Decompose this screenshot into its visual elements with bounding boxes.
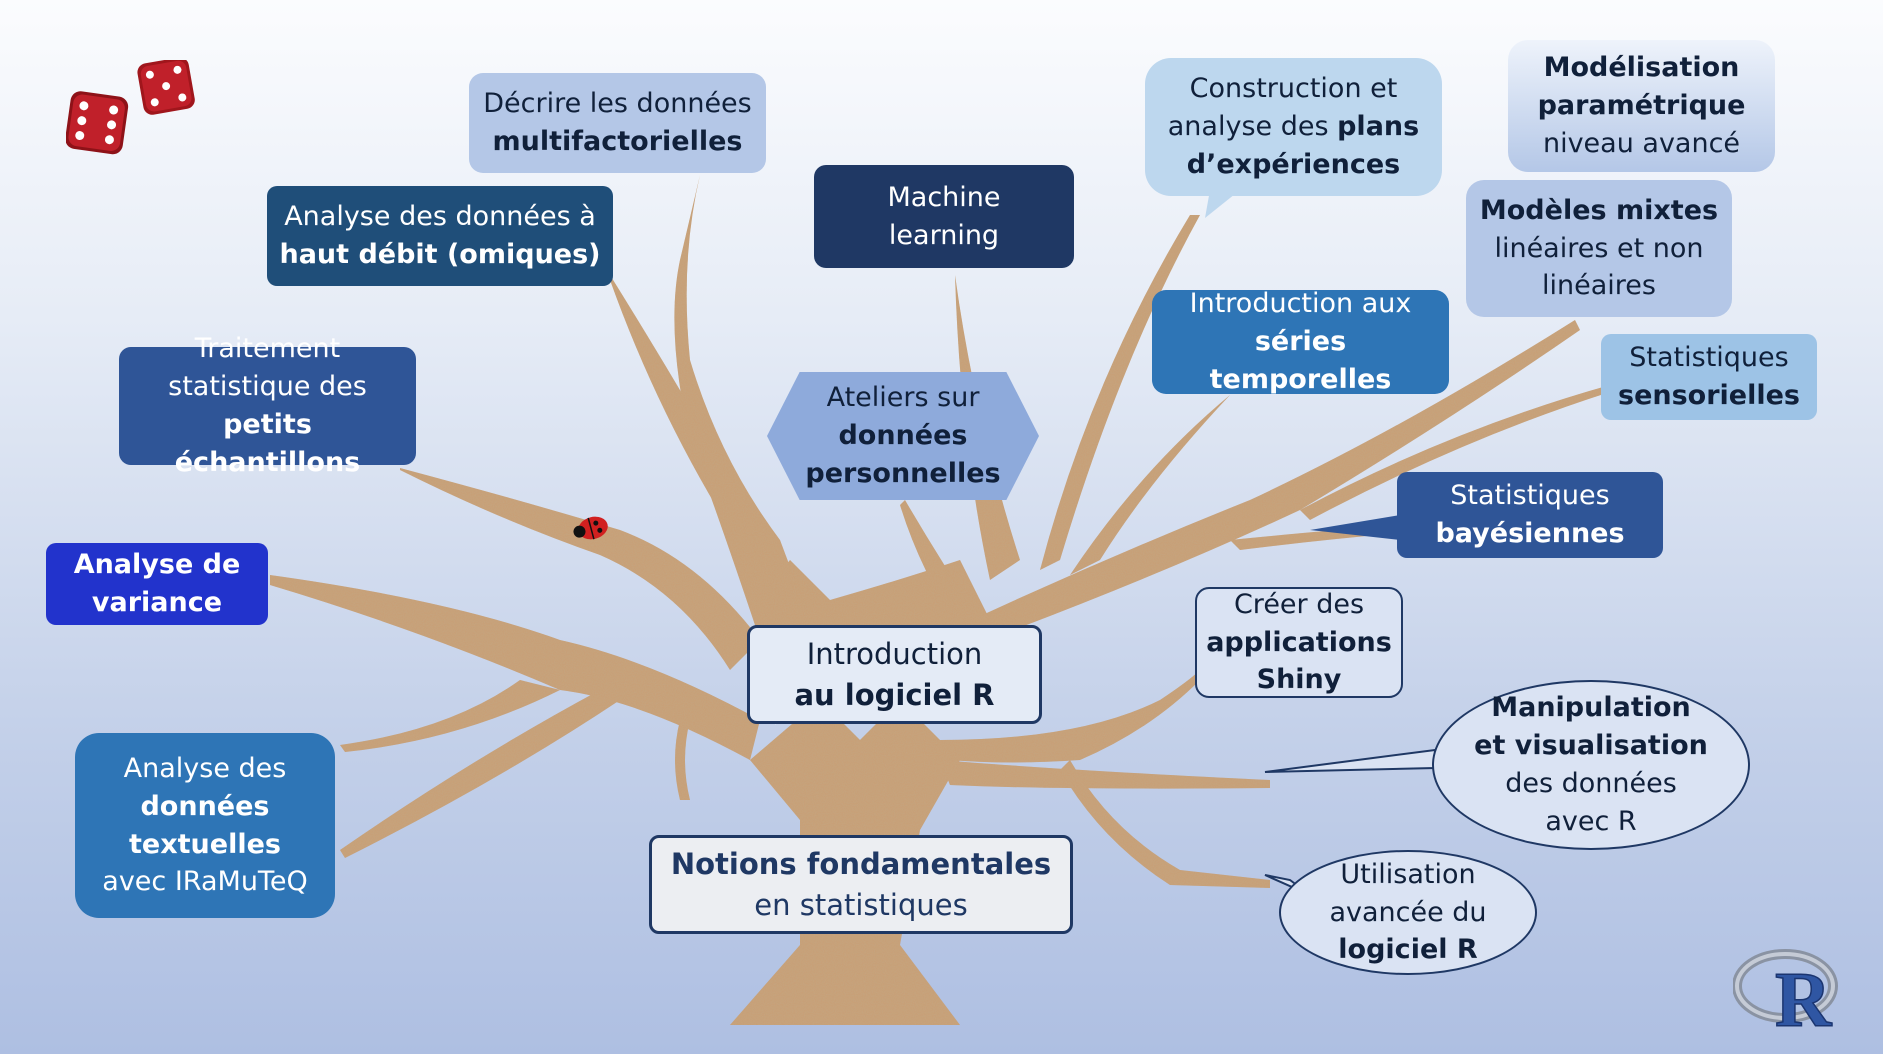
r-logo-icon: R (1733, 949, 1838, 1034)
node-sensorielles[interactable]: Statistiques sensorielles (1601, 334, 1817, 420)
node-line-part: analyse des (1167, 111, 1338, 143)
node-line-bold: bayésiennes (1435, 518, 1625, 549)
node-line: Analyse des données à (284, 201, 596, 233)
node-line-bold: données (838, 420, 968, 452)
node-line: en statistiques (754, 887, 968, 922)
node-line: Analyse des (123, 752, 287, 784)
node-line-bold: paramétrique (1537, 90, 1746, 122)
node-line: statistique des (168, 371, 367, 403)
node-line: Utilisation (1340, 858, 1476, 890)
node-plans-experiences[interactable]: Construction et analyse des plans d’expé… (1145, 58, 1442, 196)
node-line: Construction et (1189, 73, 1398, 105)
node-line: avec IRaMuTeQ (102, 866, 308, 898)
node-line-bold: Analyse de (73, 549, 241, 581)
node-line: Machine (887, 181, 1001, 213)
node-line-bold: d’expériences (1186, 148, 1401, 180)
node-shiny[interactable]: Créer des applications Shiny (1195, 587, 1403, 698)
node-line: Statistiques (1450, 480, 1610, 512)
node-line: linéaires (1542, 270, 1656, 302)
node-line-mixed: analyse des plans (1168, 108, 1419, 146)
node-line: Introduction (806, 636, 983, 671)
node-manipulation[interactable]: Manipulation et visualisation des donnée… (1432, 680, 1750, 850)
node-textuelles[interactable]: Analyse des données textuelles avec IRaM… (75, 733, 335, 918)
node-intro-r[interactable]: Introduction au logiciel R (747, 625, 1042, 724)
node-line-bold: applications (1206, 626, 1392, 658)
node-parametrique[interactable]: Modélisation paramétrique niveau avancé (1508, 40, 1775, 172)
node-line: avancée du (1329, 896, 1487, 928)
node-line-bold: séries temporelles (1209, 326, 1392, 395)
node-omiques[interactable]: Analyse des données à haut débit (omique… (267, 186, 613, 286)
node-line-bold: haut débit (omiques) (279, 239, 601, 270)
node-line: learning (888, 219, 1000, 251)
node-line-bold: Shiny (1256, 664, 1342, 696)
node-line-bold: variance (91, 587, 223, 618)
ladybug-icon (573, 516, 608, 540)
node-line-bold: et visualisation (1474, 730, 1708, 762)
node-line-bold: Modélisation (1543, 52, 1740, 84)
node-line-bold: sensorielles (1618, 380, 1800, 411)
node-donnees-personnelles[interactable]: Ateliers sur données personnelles (767, 372, 1039, 500)
node-line-bold: plans (1337, 111, 1420, 143)
node-variance[interactable]: Analyse de variance (46, 543, 268, 625)
node-line-bold: au logiciel R (794, 677, 995, 712)
tree-branches (270, 175, 1610, 1025)
node-line-bold: multifactorielles (492, 126, 743, 157)
node-line-bold: Notions fondamentales (670, 846, 1052, 881)
node-line: Statistiques (1629, 342, 1789, 374)
node-machine-learning[interactable]: Machine learning (814, 165, 1074, 268)
node-line: Traitement (194, 333, 341, 365)
node-modeles-mixtes[interactable]: Modèles mixtes linéaires et non linéaire… (1466, 180, 1732, 317)
node-line-bold: petits échantillons (174, 409, 361, 478)
node-donnees-multifactorielles[interactable]: Décrire les données multifactorielles (469, 73, 766, 173)
node-line: Décrire les données (483, 88, 752, 120)
node-line-bold: Manipulation (1491, 692, 1691, 724)
node-line: linéaires et non (1494, 232, 1704, 264)
node-line: des données (1505, 768, 1677, 799)
dice-icon (66, 60, 195, 155)
node-series-temporelles[interactable]: Introduction aux séries temporelles (1152, 288, 1449, 395)
node-utilisation-avancee[interactable]: Utilisation avancée du logiciel R (1279, 850, 1537, 975)
node-line-bold: logiciel R (1338, 934, 1478, 966)
node-line: niveau avancé (1542, 127, 1741, 159)
node-line: avec R (1545, 805, 1637, 837)
node-line: Introduction aux (1189, 288, 1412, 320)
node-line-bold: personnelles (805, 457, 1001, 489)
svg-text:R: R (1775, 956, 1833, 1034)
node-line-bold: Modèles mixtes (1479, 194, 1719, 226)
node-line: Ateliers sur (826, 382, 980, 414)
node-notions-fondamentales[interactable]: Notions fondamentales en statistiques (649, 835, 1073, 934)
node-petits-echantillons[interactable]: Traitement statistique des petits échant… (119, 333, 416, 478)
node-line-bold: données (140, 790, 270, 822)
node-line: Créer des (1233, 588, 1365, 620)
node-line-bold: textuelles (129, 828, 281, 860)
node-bayesiennes[interactable]: Statistiques bayésiennes (1397, 472, 1663, 558)
